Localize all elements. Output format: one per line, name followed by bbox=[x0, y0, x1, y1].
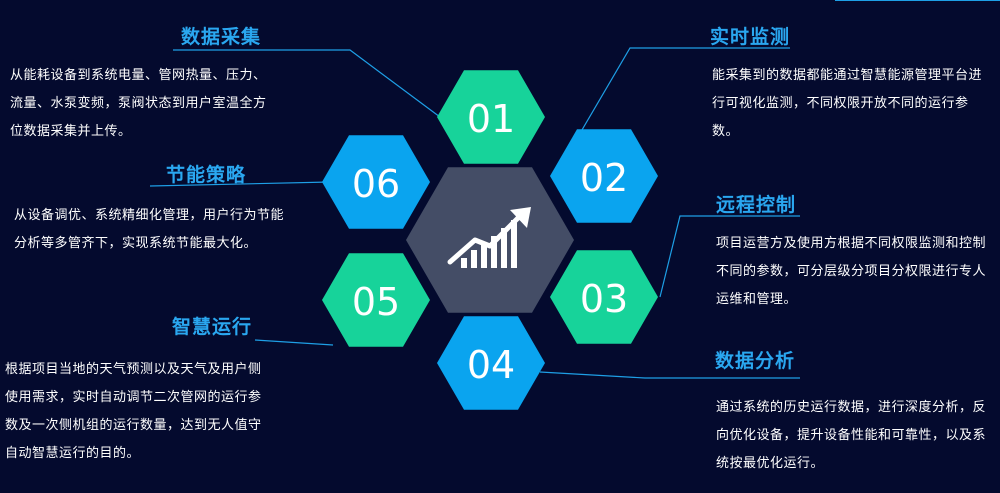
hexagon-shape-03 bbox=[550, 250, 658, 344]
hexagon-shape-06 bbox=[322, 135, 430, 229]
icon-bar-3 bbox=[481, 243, 487, 268]
icon-bar-6 bbox=[511, 220, 517, 268]
icon-bar-2 bbox=[471, 250, 477, 268]
hexagon-06: 06 bbox=[322, 135, 430, 229]
center-hexagon-shape bbox=[406, 167, 574, 313]
desc-03: 项目运营方及使用方根据不同权限监测和控制不同的参数，可分层级分项目分权限进行专人… bbox=[716, 236, 987, 307]
connector-line-5 bbox=[254, 339, 334, 346]
title-05: 智慧运行 bbox=[172, 316, 253, 338]
connector-line-3 bbox=[659, 215, 800, 298]
icon-arrow-head bbox=[510, 207, 531, 228]
hexagon-05: 05 bbox=[322, 253, 430, 347]
hexagon-number-06: 06 bbox=[352, 162, 400, 206]
icon-bar-5 bbox=[501, 228, 507, 268]
desc-02: 能采集到的数据都能通过智慧能源管理平台进行可视化监测，不同权限开放不同的运行参数… bbox=[712, 68, 983, 139]
icon-bar-4 bbox=[491, 236, 497, 268]
hexagon-group: 01 02 03 04 05 06 bbox=[322, 70, 658, 410]
connector-line-1 bbox=[173, 49, 441, 118]
hexagon-03: 03 bbox=[550, 250, 658, 344]
hexagon-shape-01 bbox=[437, 70, 545, 164]
hexagon-02: 02 bbox=[550, 129, 658, 223]
title-02: 实时监测 bbox=[710, 26, 791, 48]
hexagon-number-03: 03 bbox=[580, 277, 628, 321]
hexagon-number-01: 01 bbox=[467, 97, 515, 141]
center-hexagon bbox=[406, 167, 574, 313]
title-06: 节能策略 bbox=[166, 164, 247, 186]
connector-line-6 bbox=[149, 181, 331, 187]
connector-line-4 bbox=[539, 371, 800, 379]
hexagon-01: 01 bbox=[437, 70, 545, 164]
hexagon-number-02: 02 bbox=[580, 156, 628, 200]
icon-bar-1 bbox=[461, 258, 467, 268]
hexagon-number-04: 04 bbox=[467, 343, 515, 387]
hexagon-04: 04 bbox=[437, 316, 545, 410]
hexagon-shape-05 bbox=[322, 253, 430, 347]
desc-05: 根据项目当地的天气预测以及天气及用户侧使用需求，实时自动调节二次管网的运行参数及… bbox=[5, 362, 262, 461]
rising-bar-chart-icon bbox=[447, 207, 531, 268]
hexagon-shape-04 bbox=[437, 316, 545, 410]
hexagon-shape-02 bbox=[550, 129, 658, 223]
title-04: 数据分析 bbox=[715, 350, 796, 372]
hexagon-number-05: 05 bbox=[352, 280, 400, 324]
title-03: 远程控制 bbox=[716, 194, 797, 216]
title-01: 数据采集 bbox=[181, 26, 262, 48]
icon-trend-line bbox=[447, 215, 521, 265]
desc-04: 通过系统的历史运行数据，进行深度分析，反向优化设备，提升设备性能和可靠性，以及系… bbox=[716, 400, 987, 471]
desc-01: 从能耗设备到系统电量、管网热量、压力、流量、水泵变频，泵阀状态到用户室温全方位数… bbox=[10, 68, 267, 139]
desc-06: 从设备调优、系统精细化管理，用户行为节能分析等多管齐下，实现系统节能最大化。 bbox=[14, 208, 285, 251]
